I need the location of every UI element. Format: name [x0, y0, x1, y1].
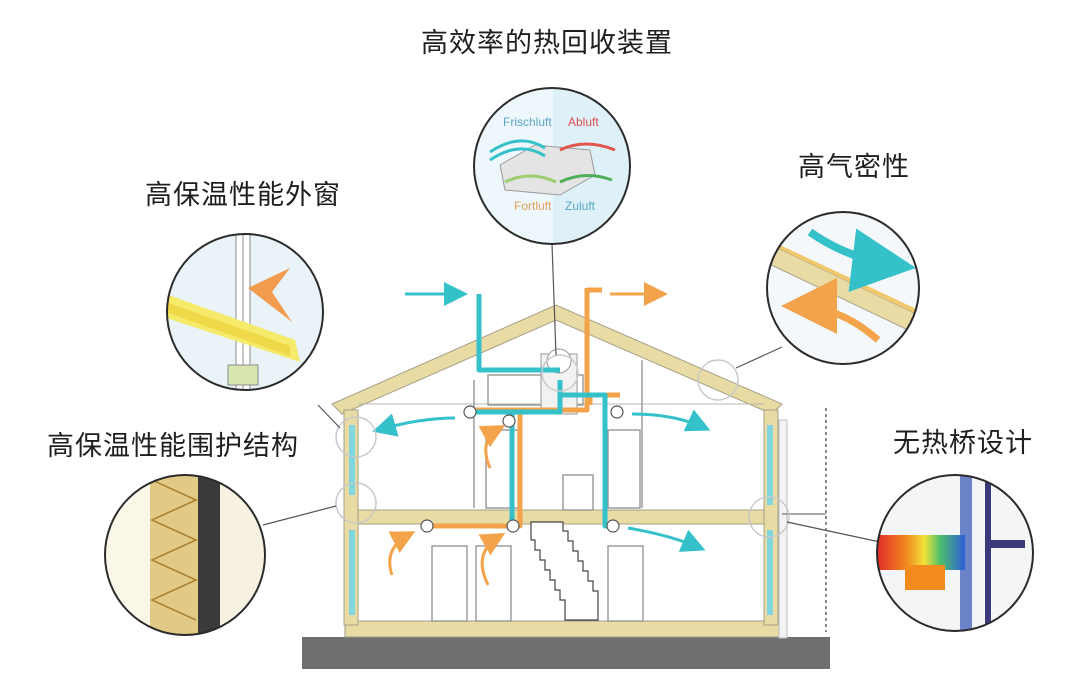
hrv-fortluft: Fortluft	[514, 199, 552, 213]
interior-partitions	[431, 360, 644, 622]
hrv-zuluft: Zuluft	[565, 199, 596, 213]
arrow-icon	[388, 531, 416, 576]
label-airtightness: 高气密性	[798, 152, 910, 183]
callout-envelope	[104, 474, 266, 636]
label-thermal-bridge: 无热桥设计	[893, 428, 1033, 459]
hrv-abluft: Abluft	[568, 115, 599, 129]
staircase-icon	[530, 521, 599, 621]
arrow-icon	[631, 409, 711, 432]
label-heat-recovery: 高效率的热回收装置	[421, 28, 673, 59]
ground-slab	[302, 637, 830, 669]
callout-heat-recovery: Frischluft Abluft Fortluft Zuluft	[473, 87, 631, 245]
hrv-frischluft: Frischluft	[503, 115, 552, 129]
label-envelope: 高保温性能围护结构	[47, 431, 299, 462]
arrow-icon	[478, 425, 506, 469]
callout-windows	[166, 233, 324, 391]
fan-icon	[420, 405, 624, 533]
arrow-icon	[627, 526, 706, 552]
arrow-icon	[478, 533, 506, 586]
callout-airtightness	[766, 211, 920, 365]
arrow-icon	[372, 413, 456, 437]
callout-thermal-bridge	[876, 474, 1034, 632]
label-windows: 高保温性能外窗	[145, 180, 341, 211]
